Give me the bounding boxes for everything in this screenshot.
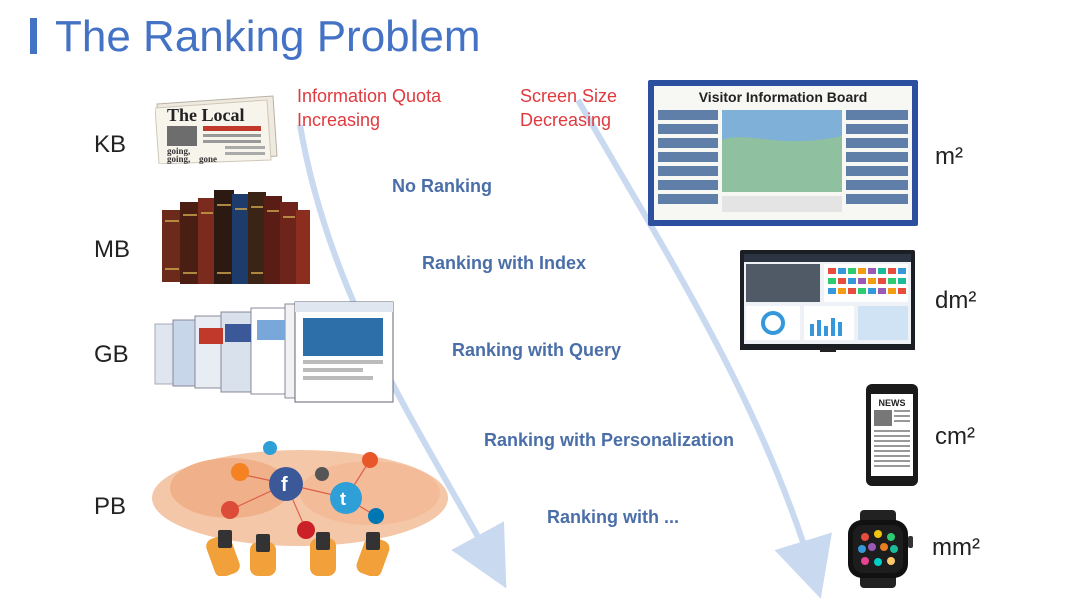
ranking-stage-personalization: Ranking with Personalization	[484, 430, 735, 450]
unit-mm2: mm²	[932, 534, 980, 561]
websites-image	[153, 300, 395, 408]
screen-size-label: Screen Size Decreasing	[520, 84, 617, 132]
smartwatch-image	[840, 510, 916, 588]
info-quota-line1: Information Quota	[297, 86, 442, 106]
unit-gb: GB	[94, 341, 129, 368]
books-image	[160, 182, 312, 288]
newspaper-line-3: gone	[199, 154, 217, 164]
info-quota-line2: Increasing	[297, 110, 381, 130]
google-plus-icon	[221, 501, 239, 519]
unit-pb: PB	[94, 493, 127, 520]
facebook-icon	[269, 467, 303, 501]
unit-m2: m²	[935, 143, 963, 170]
ranking-stage-none: No Ranking	[392, 176, 493, 196]
slide-title: The Ranking Problem	[55, 12, 481, 61]
newspaper-masthead: The Local	[167, 105, 245, 125]
twitter-icon	[330, 482, 362, 514]
rss-icon	[231, 463, 249, 481]
svg-text:f: f	[281, 474, 288, 496]
newspaper-image: The Local going, going, gone	[155, 94, 278, 164]
unit-cm2: cm²	[935, 423, 975, 450]
pinterest-icon	[297, 521, 315, 539]
screen-decrease-arrow	[575, 98, 832, 599]
ranking-stage-query: Ranking with Query	[452, 340, 622, 360]
ranking-stage-index: Ranking with Index	[422, 253, 587, 273]
newspaper-line-2: going,	[167, 154, 190, 164]
camera-icon	[315, 467, 329, 481]
svg-text:t: t	[340, 489, 346, 509]
board-title: Visitor Information Board	[699, 89, 868, 105]
ranking-stage-more: Ranking with ...	[547, 507, 680, 527]
screen-size-line2: Decreasing	[520, 110, 612, 130]
linkedin-icon	[368, 508, 384, 524]
heart-icon	[263, 441, 277, 455]
screen-size-line1: Screen Size	[520, 86, 618, 106]
dashboard-screen-image	[740, 250, 915, 354]
social-network-image: f t	[150, 438, 450, 576]
smartphone-image: NEWS	[866, 384, 918, 486]
info-quota-label: Information Quota Increasing	[297, 84, 441, 132]
unit-dm2: dm²	[935, 287, 977, 314]
newspaper-line-1: going,	[167, 146, 190, 156]
unit-kb: KB	[94, 131, 127, 158]
reddit-icon	[362, 452, 378, 468]
phone-news-label: NEWS	[879, 398, 906, 408]
unit-mb: MB	[94, 236, 130, 263]
visitor-board-image: Visitor Information Board	[648, 80, 918, 226]
title-accent-bar	[30, 18, 37, 54]
